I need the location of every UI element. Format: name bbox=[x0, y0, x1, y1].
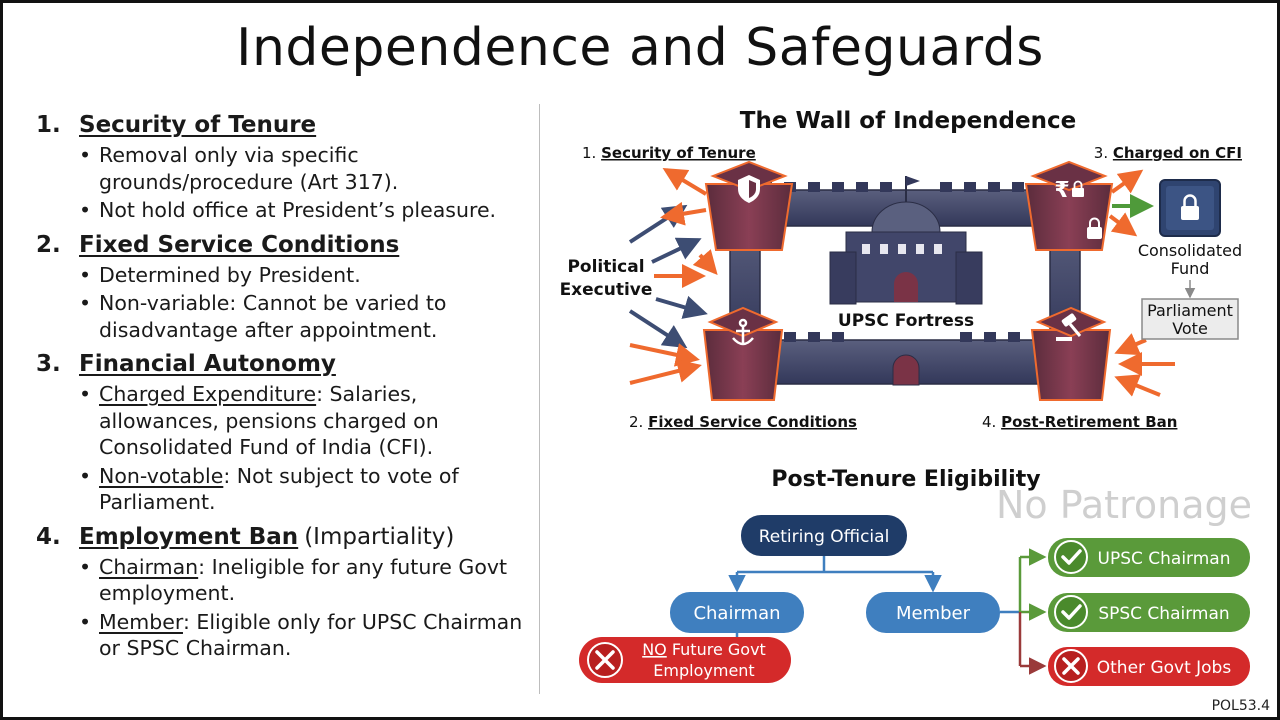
upsc-chairman-node: UPSC Chairman bbox=[1048, 538, 1250, 577]
bullet-item: Non-variable: Cannot be varied to disadv… bbox=[36, 290, 536, 343]
section-heading: Employment Ban bbox=[79, 523, 299, 550]
page-title: Independence and Safeguards bbox=[236, 18, 1044, 78]
anchor-icon bbox=[732, 318, 754, 346]
bullet-text: : Not subject to vote of Parliament. bbox=[99, 463, 459, 515]
parliament-vote-box bbox=[1141, 298, 1239, 340]
section-number: 4. bbox=[36, 523, 61, 550]
section-number: 3. bbox=[36, 351, 61, 377]
safe-icon bbox=[1159, 179, 1221, 237]
other-govt-jobs-label: Other Govt Jobs bbox=[1097, 658, 1232, 678]
tower-label-4: 4. Post-Retirement Ban bbox=[982, 413, 1177, 431]
bullet-term: Charged Expenditure bbox=[99, 382, 317, 406]
section-heading: Financial Autonomy bbox=[79, 351, 336, 377]
bullet-item: Chairman: Ineligible for any future Govt… bbox=[36, 554, 536, 607]
tower-label-3: 3. Charged on CFI bbox=[1094, 144, 1242, 162]
retiring-official-label: Retiring Official bbox=[759, 527, 890, 547]
tower-label-2: 2. Fixed Service Conditions bbox=[629, 413, 857, 431]
check-icon bbox=[1061, 549, 1082, 565]
bullet-text: Removal only via specific grounds/proced… bbox=[99, 143, 399, 194]
member-label: Member bbox=[896, 603, 971, 624]
fortress-label: UPSC Fortress bbox=[838, 311, 974, 331]
retiring-official-node: Retiring Official bbox=[741, 515, 907, 556]
upsc-castle bbox=[829, 176, 983, 305]
section-heading-suffix: (Impartiality) bbox=[304, 523, 455, 550]
lock-icon bbox=[1087, 217, 1102, 239]
rupee-icon: ₹ bbox=[1054, 178, 1069, 203]
no-future-line2: Employment bbox=[653, 661, 754, 680]
bullet-item: Removal only via specific grounds/proced… bbox=[36, 142, 536, 195]
section-heading: Fixed Service Conditions bbox=[79, 231, 400, 258]
bullet-item: Non-votable: Not subject to vote of Parl… bbox=[36, 463, 536, 516]
tenure-connectors bbox=[728, 548, 1047, 675]
cross-icon bbox=[595, 650, 615, 670]
bullet-term: Member bbox=[99, 609, 183, 634]
section-heading: Security of Tenure bbox=[79, 112, 317, 138]
bullet-item: Member: Eligible only for UPSC Chairman … bbox=[36, 609, 536, 662]
tower-fixed-service-conditions bbox=[702, 306, 784, 401]
bullet-text: Determined by President. bbox=[99, 262, 361, 287]
spsc-chairman-label: SPSC Chairman bbox=[1098, 604, 1229, 624]
chairman-label: Chairman bbox=[693, 603, 780, 624]
bullet-item: Not hold office at President’s pleasure. bbox=[36, 197, 536, 224]
bullet-text: : Salaries, allowances, pensions charged… bbox=[99, 382, 439, 459]
section-fixed-service-conditions: 2. Fixed Service Conditions Determined by… bbox=[36, 230, 536, 344]
bullet-term: Non-votable bbox=[99, 463, 224, 488]
bullet-item: Determined by President. bbox=[36, 262, 536, 289]
section-security-of-tenure: 1. Security of Tenure Removal only via sp… bbox=[36, 110, 536, 224]
check-icon bbox=[1061, 604, 1082, 620]
pressure-arrows bbox=[628, 167, 1175, 397]
section-employment-ban: 4. Employment Ban(Impartiality) Chairman:… bbox=[36, 522, 536, 662]
bullet-text: Not hold office at President’s pleasure. bbox=[99, 198, 497, 222]
bullet-term: Chairman bbox=[99, 554, 199, 579]
cross-icon bbox=[1062, 657, 1080, 675]
bullet-item: Charged Expenditure: Salaries, allowance… bbox=[36, 381, 536, 461]
safeguards-list: 1. Security of Tenure Removal only via sp… bbox=[36, 110, 536, 668]
bullet-text: : Ineligible for any future Govt employm… bbox=[99, 554, 508, 606]
column-divider bbox=[539, 104, 540, 694]
tenure-title: Post-Tenure Eligibility bbox=[771, 467, 1040, 492]
section-number: 1. bbox=[36, 112, 61, 138]
lock-icon bbox=[1072, 180, 1084, 197]
section-number: 2. bbox=[36, 231, 61, 258]
section-financial-autonomy: 3. Financial Autonomy Charged Expenditure… bbox=[36, 349, 536, 516]
shield-icon bbox=[738, 175, 760, 203]
spsc-chairman-node: SPSC Chairman bbox=[1048, 593, 1250, 632]
tower-label-1: 1. Security of Tenure bbox=[582, 144, 756, 162]
bullet-text: Non-variable: Cannot be varied to disadv… bbox=[99, 291, 447, 342]
no-future-line1: NO Future Govt bbox=[642, 640, 766, 659]
wall-title: The Wall of Independence bbox=[740, 108, 1076, 134]
other-govt-jobs-node: Other Govt Jobs bbox=[1048, 647, 1250, 686]
slide-code: POL53.4 bbox=[1211, 698, 1270, 714]
member-node: Member bbox=[866, 592, 1000, 633]
no-patronage-watermark: No Patronage bbox=[996, 483, 1252, 527]
bullet-text: : Eligible only for UPSC Chairman or SPS… bbox=[99, 609, 523, 661]
tower-security-of-tenure bbox=[704, 160, 794, 251]
gavel-icon bbox=[1056, 313, 1082, 341]
no-future-employment-node: NO Future Govt Employment bbox=[579, 637, 791, 683]
chairman-node: Chairman bbox=[670, 592, 804, 633]
upsc-chairman-label: UPSC Chairman bbox=[1098, 549, 1231, 569]
